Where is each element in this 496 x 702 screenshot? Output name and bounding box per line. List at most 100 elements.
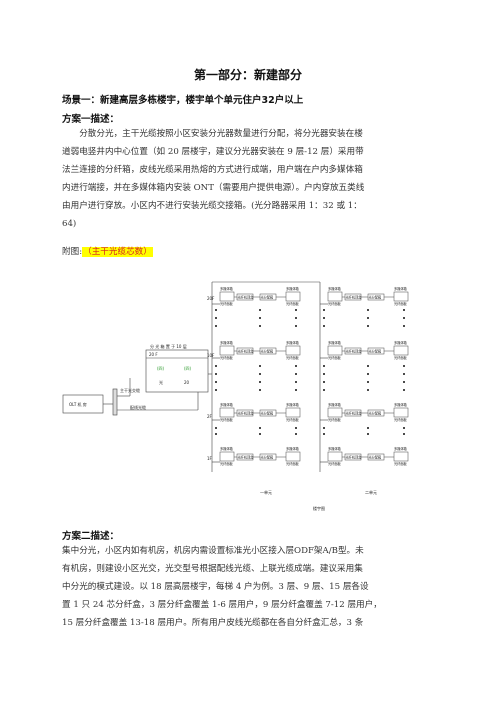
media-box-label: 多媒体箱 xyxy=(286,340,300,345)
ellipsis-dot xyxy=(259,365,261,367)
splitter-label: 光分配箱 xyxy=(261,295,275,300)
media-box xyxy=(219,451,235,462)
onu-label: 光纤机顶盒 xyxy=(346,411,363,416)
plan1-line: 内进行端接，并在多媒体箱内安装 ONT（需要用户提供电源）。户内穿放五类线 xyxy=(62,183,365,193)
ellipsis-dot xyxy=(323,317,325,319)
ellipsis-dot xyxy=(295,317,297,319)
ellipsis-dot xyxy=(323,389,325,391)
onu-label: 光纤机顶盒 xyxy=(238,349,255,354)
media-box xyxy=(219,345,235,356)
plan1-paragraph-cont: 道弱电竖井内中心位置（如 20 层楼宇，建议分光器安装在 9 层-12 层）采用… xyxy=(62,143,438,233)
plan2-heading: 方案二描述： xyxy=(62,531,120,542)
media-box xyxy=(285,291,301,302)
media-box-label: 多媒体箱 xyxy=(220,286,234,291)
media-box xyxy=(285,345,301,356)
plan1-line: 由用户进行穿放。小区内不进行安装光缆交接箱。(光分路器采用 1：32 或 1： xyxy=(62,201,362,211)
fiber-panel-label: 光纤面板 xyxy=(328,355,342,360)
media-box xyxy=(327,345,343,356)
ellipsis-dot xyxy=(259,325,261,327)
ellipsis-dot xyxy=(403,325,405,327)
onu-label: 光纤机顶盒 xyxy=(346,295,363,300)
media-box-label: 多媒体箱 xyxy=(286,286,300,291)
media-box-label: 多媒体箱 xyxy=(286,446,300,451)
distribution-floor: 20 F xyxy=(149,352,158,357)
media-box-label: 多媒体箱 xyxy=(394,340,408,345)
splitter-label: 光分配箱 xyxy=(369,349,383,354)
unit2-label: 二单元 xyxy=(365,489,377,495)
ellipsis-dot xyxy=(323,365,325,367)
fiber-panel-label: 光纤面板 xyxy=(286,301,300,306)
fiber-panel-label: 光纤面板 xyxy=(286,461,300,466)
ellipsis-dot xyxy=(367,427,369,429)
media-box-label: 多媒体箱 xyxy=(394,446,408,451)
diagram-caption: 楼宇图 xyxy=(313,505,325,511)
ellipsis-dot xyxy=(367,317,369,319)
ellipsis-dot xyxy=(323,381,325,383)
fiber-panel-label: 光纤面板 xyxy=(394,417,408,422)
splitter-label: 光分配箱 xyxy=(369,411,383,416)
ellipsis-dot xyxy=(403,373,405,375)
ellipsis-dot xyxy=(323,309,325,311)
feeder-cable-label: 配线光缆 xyxy=(130,404,146,410)
ellipsis-dot xyxy=(295,373,297,375)
media-box xyxy=(393,451,409,462)
olt-label: OLT 机 房 xyxy=(69,401,87,407)
trunk-cable-label: 主干光交缆 xyxy=(120,387,140,393)
ellipsis-dot xyxy=(259,389,261,391)
ellipsis-dot xyxy=(259,373,261,375)
ellipsis-dot xyxy=(367,389,369,391)
plan2-line: 置 1 只 24 芯分纤盒，3 层分纤盒覆盖 1-6 层用户，9 层分纤盒覆盖 … xyxy=(62,600,382,610)
ellipsis-dot xyxy=(367,373,369,375)
attachment-prefix: 附图: xyxy=(62,247,83,257)
onu-label: 光纤机顶盒 xyxy=(238,411,255,416)
ellipsis-dot xyxy=(367,433,369,435)
fiber-panel-label: 光纤面板 xyxy=(328,417,342,422)
fiber-panel-label: 光纤面板 xyxy=(328,461,342,466)
fiber-panel-label: 光纤面板 xyxy=(220,461,234,466)
media-box xyxy=(285,451,301,462)
media-box xyxy=(285,407,301,418)
attachment-highlight: （主干光缆芯数） xyxy=(82,247,153,257)
ellipsis-dot xyxy=(215,325,217,327)
media-box xyxy=(327,291,343,302)
plan1-line: 法兰连接的分纤箱，皮线光缆采用热熔的方式进行成端，用户端在户内多媒体箱 xyxy=(62,165,363,175)
ellipsis-dot xyxy=(367,381,369,383)
plan2-line: 有机房，则建设小区光交，光交型号根据配线光缆、上联光缆成端。建议采用集 xyxy=(62,564,363,574)
ellipsis-dot xyxy=(215,317,217,319)
media-box-label: 多媒体箱 xyxy=(220,402,234,407)
media-box xyxy=(393,407,409,418)
unit1-label: 一单元 xyxy=(260,489,272,495)
media-box-label: 多媒体箱 xyxy=(394,402,408,407)
media-box xyxy=(393,345,409,356)
floor-label-20f: 20F xyxy=(207,296,215,301)
fiber-panel-label: 光纤面板 xyxy=(220,301,234,306)
fiber-panel-label: 光纤面板 xyxy=(286,355,300,360)
ellipsis-dot xyxy=(215,365,217,367)
ellipsis-dot xyxy=(323,373,325,375)
ellipsis-dot xyxy=(215,433,217,435)
odf-rack xyxy=(112,388,118,416)
plan2-paragraph: 集中分光，小区内如有机房，机房内需设置标准光小区接入层ODF架A/B型。未 有机… xyxy=(62,542,438,632)
ellipsis-dot xyxy=(403,309,405,311)
onu-label: 光纤机顶盒 xyxy=(346,349,363,354)
ellipsis-dot xyxy=(215,427,217,429)
fiber-panel-label: 光纤面板 xyxy=(220,417,234,422)
ellipsis-dot xyxy=(403,381,405,383)
media-box-label: 多媒体箱 xyxy=(328,402,342,407)
ellipsis-dot xyxy=(367,365,369,367)
ellipsis-dot xyxy=(215,389,217,391)
ellipsis-dot xyxy=(403,427,405,429)
plan1-line: 分散分光，主干光缆按照小区安装分光器数量进行分配，将分光器安装在楼 xyxy=(79,129,363,139)
splitter-label: 光分配箱 xyxy=(261,411,275,416)
ellipsis-dot xyxy=(259,309,261,311)
fiber-panel-label: 光纤面板 xyxy=(394,301,408,306)
plan2-line: 15 层分纤盒覆盖 13-18 层用户。所有用户皮线光缆都在各自分纤盒汇总，3 … xyxy=(62,618,364,628)
ellipsis-dot xyxy=(259,427,261,429)
ellipsis-dot xyxy=(403,389,405,391)
ellipsis-dot xyxy=(295,427,297,429)
media-box-label: 多媒体箱 xyxy=(286,402,300,407)
media-box-label: 多媒体箱 xyxy=(328,286,342,291)
media-box xyxy=(219,291,235,302)
ellipsis-dot xyxy=(367,309,369,311)
